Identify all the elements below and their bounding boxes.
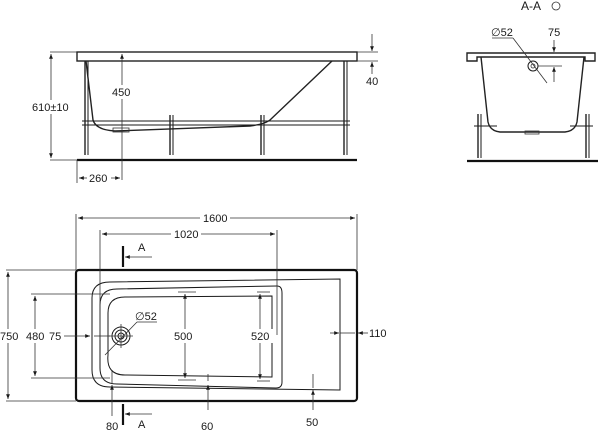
side-height-label: 610±10 <box>32 102 69 114</box>
side-view: 610±10 450 260 40 <box>30 34 378 185</box>
section-diameter-label: ∅52 <box>491 27 513 39</box>
plan-bottom-width-a-label: 500 <box>174 331 192 343</box>
plan-bottom-width-b-label: 520 <box>251 331 269 343</box>
section-overflow-label: 75 <box>548 27 560 39</box>
plan-offset-60-label: 60 <box>201 421 213 431</box>
section-mark-bottom: A <box>138 419 146 431</box>
side-depth-label: 450 <box>112 87 130 99</box>
side-leg-offset-label: 260 <box>89 173 107 185</box>
plan-view: ∅52 1600 1020 A A 750 480 75 <box>0 211 387 431</box>
plan-inner-length-label: 1020 <box>174 229 198 241</box>
plan-inner-width-label: 480 <box>26 331 44 343</box>
plan-offset-80-label: 80 <box>106 421 118 431</box>
drain-symbol <box>104 321 157 356</box>
section-view: A-A ∅52 75 <box>466 0 598 163</box>
section-mark-top: A <box>138 242 146 254</box>
plan-diameter-label: ∅52 <box>135 311 157 323</box>
plan-offset-50-label: 50 <box>306 417 318 429</box>
plan-length-label: 1600 <box>203 213 227 225</box>
rotate-icon <box>551 1 561 11</box>
section-title: A-A <box>521 0 541 13</box>
side-rim-label: 40 <box>366 76 378 88</box>
plan-drain-offset-label: 75 <box>49 331 61 343</box>
side-legs <box>84 61 348 155</box>
plan-width-label: 750 <box>0 331 18 343</box>
plan-end-rim-label: 110 <box>369 328 387 340</box>
